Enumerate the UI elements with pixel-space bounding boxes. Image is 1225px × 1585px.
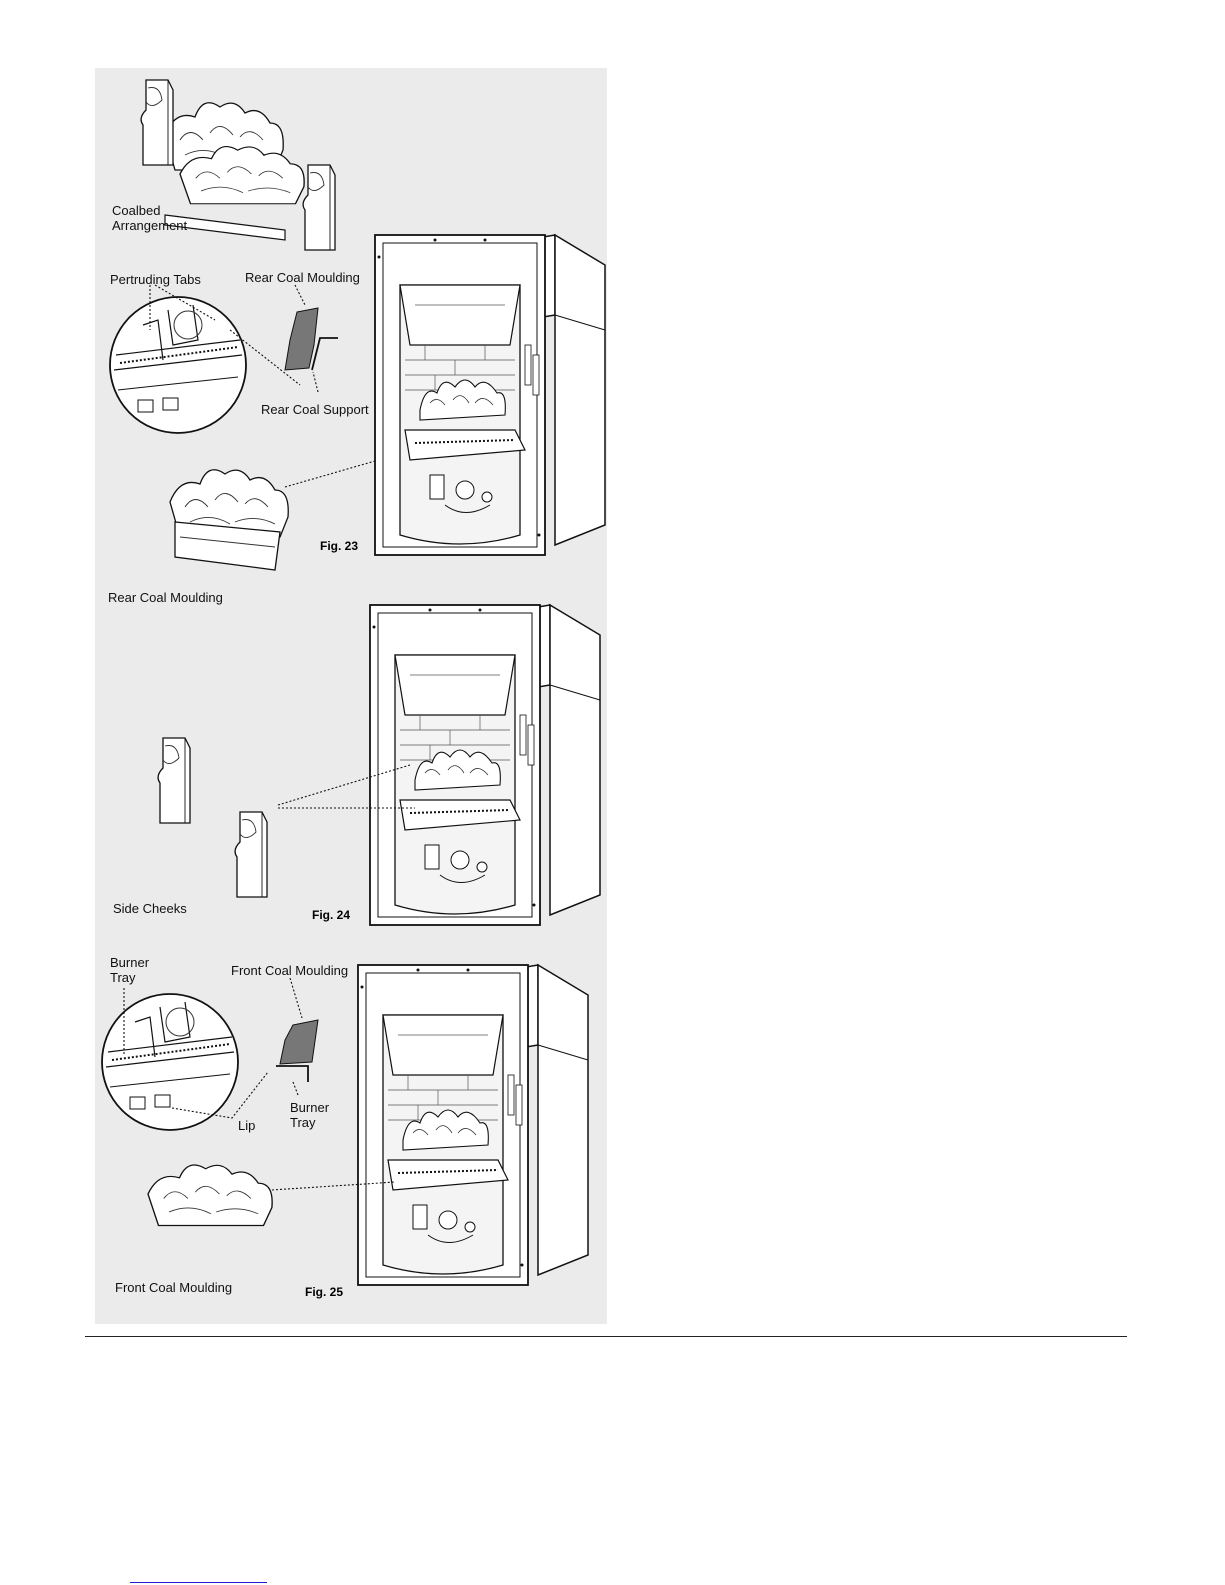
fig23-cheek-right bbox=[303, 165, 335, 250]
label-front-coal-moulding-bottom: Front Coal Moulding bbox=[115, 1280, 232, 1295]
fig24-cheek-left bbox=[158, 738, 190, 823]
label-rear-coal-moulding-top: Rear Coal Moulding bbox=[245, 270, 360, 285]
fig23-rear-coal-section bbox=[285, 308, 338, 370]
caption-fig-25: Fig. 25 bbox=[305, 1285, 343, 1299]
label-pertruding-tabs: Pertruding Tabs bbox=[110, 272, 201, 287]
label-side-cheeks: Side Cheeks bbox=[113, 901, 187, 916]
fig24-fireplace bbox=[370, 605, 600, 925]
label-front-coal-moulding-top: Front Coal Moulding bbox=[231, 963, 348, 978]
caption-fig-23: Fig. 23 bbox=[320, 539, 358, 553]
label-coalbed-arrangement: Coalbed Arrangement bbox=[112, 203, 187, 233]
fig23-zoom-detail bbox=[110, 297, 246, 433]
label-rear-coal-moulding-bottom: Rear Coal Moulding bbox=[108, 590, 223, 605]
fig24-cheek-right bbox=[235, 812, 267, 897]
fig23-fireplace bbox=[375, 235, 605, 555]
fig25-front-coal-section bbox=[276, 1020, 318, 1082]
fig25-zoom-detail bbox=[102, 994, 238, 1130]
fig25-front-coal-moulding bbox=[148, 1165, 272, 1226]
fig23-cheek-left bbox=[141, 80, 173, 165]
fig25-fireplace bbox=[358, 965, 588, 1285]
label-rear-coal-support: Rear Coal Support bbox=[261, 402, 369, 417]
footer-link-underline[interactable] bbox=[130, 1582, 267, 1583]
label-burner-tray-right: Burner Tray bbox=[290, 1100, 329, 1130]
fig23-rear-coal-moulding bbox=[170, 470, 288, 570]
page-rule bbox=[85, 1336, 1127, 1337]
label-lip: Lip bbox=[238, 1118, 255, 1133]
label-burner-tray-left: Burner Tray bbox=[110, 955, 149, 985]
caption-fig-24: Fig. 24 bbox=[312, 908, 350, 922]
